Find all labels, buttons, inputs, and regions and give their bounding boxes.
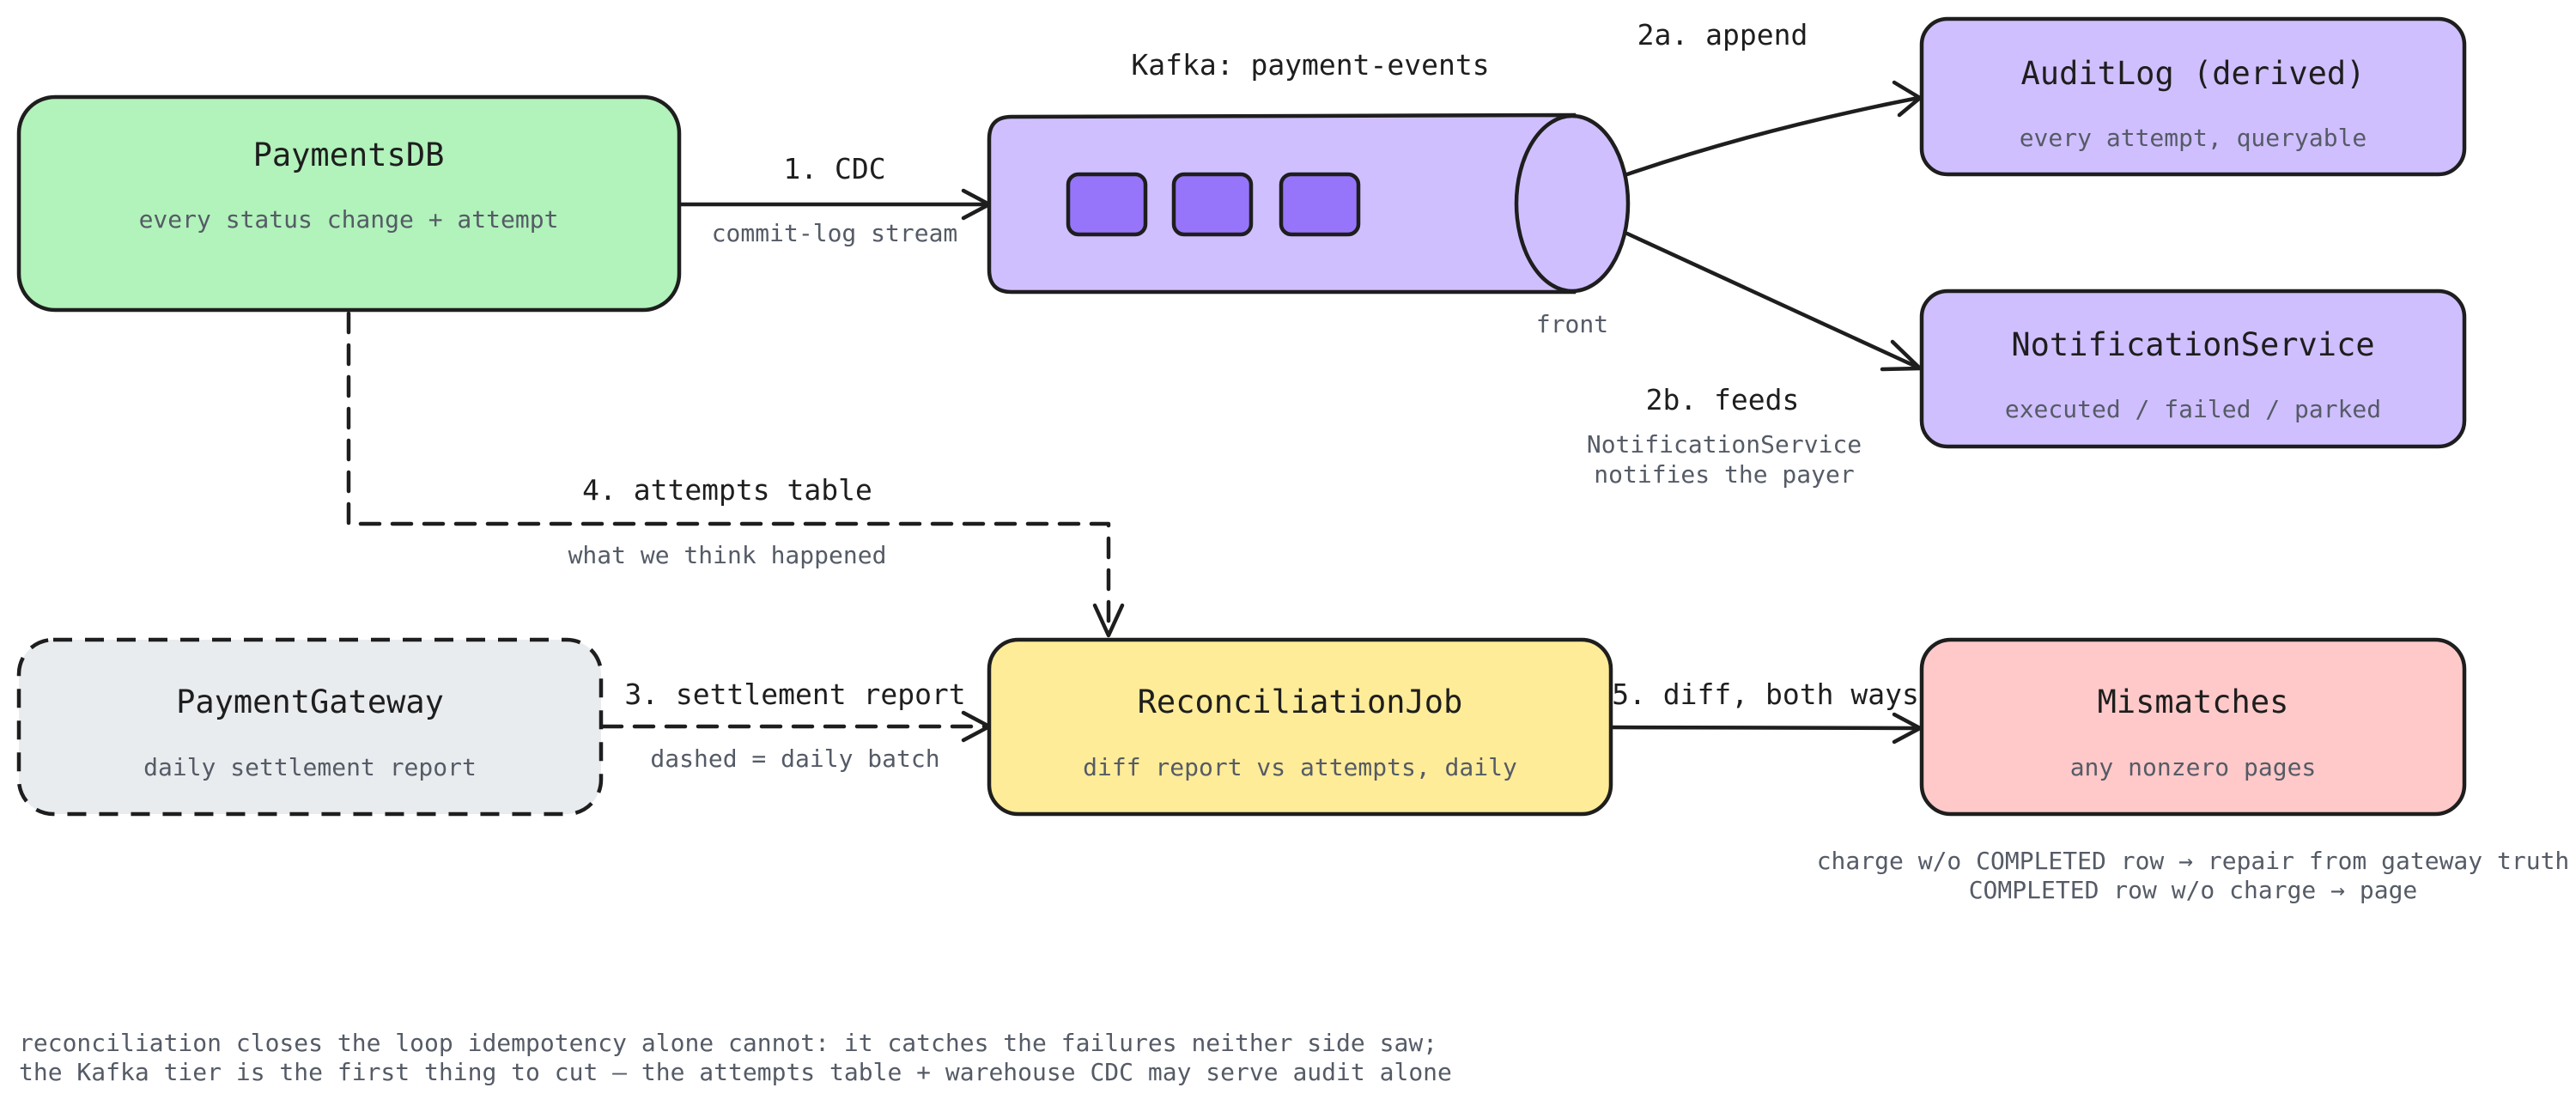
footer-line-1: reconciliation closes the loop idempoten…: [19, 1029, 1437, 1057]
edge-attempts-note: what we think happened: [568, 541, 887, 569]
mismatch-note-line-2: COMPLETED row w/o charge → page: [1969, 876, 2418, 904]
edge-feeds-note-line-2: notifies the payer: [1594, 460, 1854, 489]
mismatches-title: Mismatches: [2098, 684, 2289, 720]
reconciliation-job-title: ReconciliationJob: [1138, 684, 1463, 720]
notification-service-title: NotificationService: [2011, 326, 2374, 363]
kafka-front-label: front: [1536, 310, 1608, 338]
kafka-message-3: [1279, 172, 1361, 237]
edge-feeds-note-line-1: NotificationService: [1587, 430, 1862, 459]
mismatch-note-line-1: charge w/o COMPLETED row → repair from g…: [1817, 847, 2570, 875]
kafka-message-1: [1066, 172, 1148, 237]
node-payments-db[interactable]: PaymentsDB every status change + attempt: [16, 94, 682, 313]
edge-attempts-label: 4. attempts table: [582, 473, 872, 507]
node-reconciliation-job[interactable]: ReconciliationJob diff report vs attempt…: [987, 637, 1613, 817]
edge-feeds: [1625, 231, 1923, 372]
edge-feeds-label: 2b. feeds: [1646, 383, 1800, 416]
notification-service-subtitle: executed / failed / parked: [2005, 395, 2381, 423]
edge-diff: [1610, 712, 1923, 744]
node-notification-service[interactable]: NotificationService executed / failed / …: [1919, 289, 2467, 449]
payments-db-subtitle: every status change + attempt: [139, 205, 559, 234]
edge-cdc-note: commit-log stream: [712, 219, 958, 247]
edge-append: [1625, 80, 1923, 177]
edge-cdc-label: 1. CDC: [783, 152, 885, 185]
node-audit-log[interactable]: AuditLog (derived) every attempt, querya…: [1919, 16, 2467, 177]
edge-settlement: [600, 710, 992, 743]
payment-gateway-subtitle: daily settlement report: [143, 753, 477, 781]
kafka-title: Kafka: payment-events: [1131, 48, 1489, 82]
edge-settlement-note: dashed = daily batch: [650, 744, 939, 773]
edge-cdc: [678, 188, 992, 221]
reconciliation-job-subtitle: diff report vs attempts, daily: [1083, 753, 1517, 781]
node-kafka-payment-events[interactable]: Kafka: payment-events front: [987, 48, 1631, 338]
edge-settlement-label: 3. settlement report: [624, 678, 965, 711]
edge-diff-label: 5. diff, both ways: [1612, 678, 1919, 711]
edge-append-label: 2a. append: [1637, 18, 1808, 52]
payment-gateway-title: PaymentGateway: [176, 684, 444, 720]
mismatches-subtitle: any nonzero pages: [2070, 753, 2317, 781]
audit-log-subtitle: every attempt, queryable: [2020, 124, 2367, 152]
kafka-message-2: [1171, 172, 1254, 237]
node-mismatches[interactable]: Mismatches any nonzero pages: [1919, 637, 2467, 817]
payments-db-title: PaymentsDB: [253, 137, 445, 173]
footer-line-2: the Kafka tier is the first thing to cut…: [19, 1058, 1452, 1086]
node-payment-gateway[interactable]: PaymentGateway daily settlement report: [16, 637, 604, 817]
edge-attempts: [346, 311, 1125, 638]
audit-log-title: AuditLog (derived): [2021, 55, 2366, 92]
